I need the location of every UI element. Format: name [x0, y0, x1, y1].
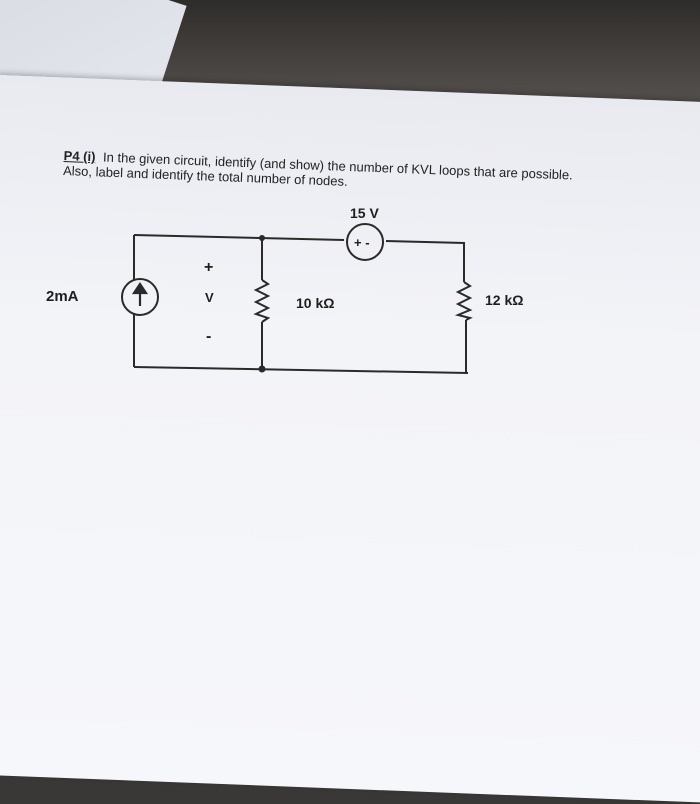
- voltage-source-polarity: + -: [354, 235, 370, 250]
- voltage-minus-label: -: [206, 328, 211, 345]
- top-wire-right: [385, 240, 465, 282]
- voltage-source: [346, 223, 384, 261]
- bottom-wire: [133, 366, 469, 374]
- circuit-diagram: 15 V + - 2mA + V - 10 kΩ 12 kΩ: [46, 205, 523, 374]
- current-source-label: 2mA: [46, 288, 79, 305]
- resistor-10k-label: 10 kΩ: [296, 295, 334, 311]
- resistor-12k-label: 12 kΩ: [485, 292, 523, 308]
- junction-node-top: [259, 235, 265, 241]
- current-arrow-head: [131, 282, 149, 295]
- voltage-plus-label: +: [204, 259, 213, 276]
- resistor-10k: [253, 279, 271, 323]
- voltage-source-label: 15 V: [350, 205, 379, 221]
- resistor-12k: [454, 281, 473, 321]
- top-wire-left: [133, 234, 345, 241]
- voltage-v-label: V: [205, 290, 214, 305]
- junction-node-bottom: [258, 365, 266, 373]
- current-source: [121, 278, 159, 316]
